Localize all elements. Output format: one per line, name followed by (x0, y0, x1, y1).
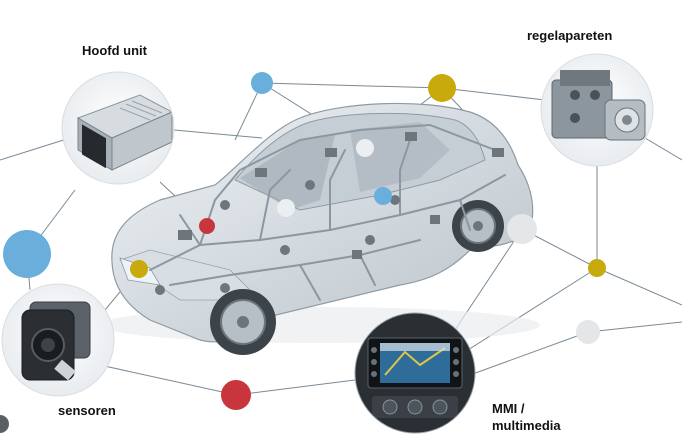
label-mmi-line2: multimedia (492, 418, 561, 433)
network-nodes (0, 72, 606, 433)
label-mmi-line1: MMI / (492, 401, 525, 416)
mmi-photo (354, 312, 476, 434)
node-gold (588, 259, 606, 277)
label-sensors: sensoren (58, 403, 116, 418)
node-light-gray (277, 199, 295, 217)
navigation-display-icon (355, 313, 475, 433)
node-blue (251, 72, 273, 94)
node-light-gray (356, 139, 374, 157)
node-gold (130, 260, 148, 278)
node-red (221, 380, 251, 410)
node-red (199, 218, 215, 234)
node-blue (374, 187, 392, 205)
radar-sensor-icon (21, 301, 91, 381)
label-head-unit: Hoofd unit (82, 43, 147, 58)
node-light-gray (507, 214, 537, 244)
abs-control-unit-icon (551, 70, 646, 141)
head-unit-photo (61, 71, 175, 185)
label-mmi: MMI / multimedia (492, 400, 561, 434)
controllers-photo (540, 53, 654, 167)
node-blue (3, 230, 51, 278)
node-gold (428, 74, 456, 102)
node-light-gray (576, 320, 600, 344)
sensors-photo (1, 283, 115, 397)
node-dark-gray (0, 415, 9, 433)
label-controllers: regelapareten (527, 28, 613, 43)
